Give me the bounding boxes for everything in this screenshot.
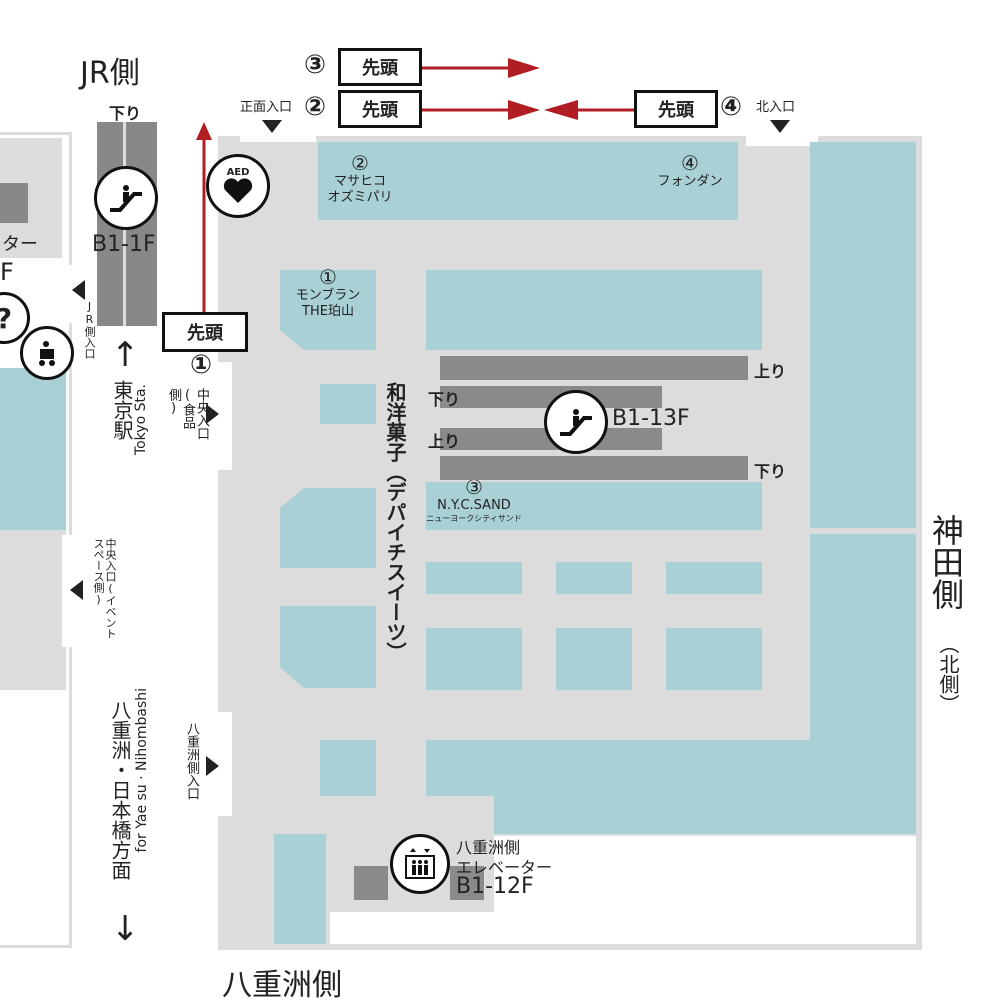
shop-block-top [318,142,738,220]
yaesu-side-label: 八重洲側 [222,968,342,1003]
jr-side-label: JR側 [80,56,140,91]
center-escalator-up-2: 上り [428,432,461,451]
shop-1-label: ① モンブラン THE珀山 [272,266,384,320]
queue-lead-box-1: 先頭 [162,312,248,352]
shop-block-left-mid [280,606,376,688]
central-event-entrance: 中央入口(イベントスペース側) [92,538,117,639]
elevator-car-1 [354,866,388,900]
queue-number-2: ② [304,92,327,122]
shop-block-row-a1 [426,562,522,594]
corridor-label: 和洋菓子（デパイチスイーツ） [383,382,407,662]
shop-block-row-b3 [666,628,762,690]
shop-block-row-b1 [426,628,522,690]
shop-block-left-diag [280,488,376,568]
shop-2-name-1: マサヒコ [333,174,386,189]
kanda-side-label: 神田側 [927,514,965,610]
center-escalator-down-2: 下り [754,462,787,481]
stroller-icon [20,326,74,380]
queue-number-3: ③ [304,50,327,80]
front-entrance-arrow [262,120,282,133]
shop-block-row-a2 [556,562,632,594]
left-fragment-ta: ター [2,234,38,255]
queue-lead-box-4: 先頭 [634,90,718,128]
center-escalator-down-1: 下り [428,390,461,409]
central-food-entrance: 中央入口(食品側) [166,388,209,440]
shop-block-bottom-wide [426,740,916,796]
elevator-floors: B1-12F [456,874,534,899]
north-entrance-arrow [770,120,790,133]
jr-entrance-label: JR側入口 [83,300,96,359]
left-fragment-f: F [0,258,14,286]
center-escalator-floors: B1-13F [612,406,690,431]
central-event-arrow [70,580,83,600]
shop-block-monblanc [280,270,376,350]
shop-block-row-b2 [556,628,632,690]
elevator-line-1: 八重洲側 [456,838,521,857]
kanda-side-sub: （北側） [936,634,960,714]
front-entrance-notch [240,130,316,142]
left-gray-box [0,183,28,223]
queue-number-4: ④ [720,92,743,122]
shop-4-name-1: フォンダン [657,174,723,189]
shop-2-label: ② マサヒコ オズミパリ [300,152,420,206]
left-floor-lower [0,530,66,690]
shop-block-bottom-right [494,796,916,834]
shop-block-nycsand [426,482,762,530]
shop-1-number: ① [319,265,337,289]
yaesu-entrance-label: 八重洲側入口 [184,722,199,800]
escalator-icon [544,390,608,454]
center-escalator-up-1: 上り [754,362,787,381]
down-arrow: ↓ [111,909,140,949]
yaesu-nihombashi-label: 八重洲・日本橋方面 [108,700,132,880]
shop-4-number: ④ [681,151,699,175]
queue-number-1: ① [190,350,213,380]
shop-block-bottom-left [274,834,326,944]
left-escalator-floors: B1-1F [92,232,156,257]
shop-3-number: ③ [465,475,483,499]
queue-lead-box-2: 先頭 [338,90,422,128]
left-escalator-dir: 下り [109,104,142,123]
bottom-right-gap [494,836,916,944]
shop-block-row-a3 [666,562,762,594]
shop-block-right-tall [810,142,916,528]
bottom-mid-gap [330,912,500,944]
center-escalator-1 [440,356,748,380]
elevator-car-2 [450,866,484,900]
escalator-icon [94,166,158,230]
shop-block-small-1 [320,384,376,424]
shop-4-label: ④ フォンダン [630,152,750,190]
shop-3-name-2: ニューヨークシティサンド [426,514,522,523]
elevator-icon [390,834,450,894]
shop-2-name-2: オズミパリ [327,190,393,205]
shop-1-name-1: モンブラン [295,288,361,303]
shop-2-number: ② [351,151,369,175]
aed-icon: AED [206,154,270,218]
north-entrance-label: 北入口 [756,100,796,115]
aed-label: AED [226,167,250,178]
center-escalator-2 [440,386,662,408]
center-escalator-4 [440,456,748,480]
shop-3-name-1: N.Y.C.SAND [437,498,511,513]
shop-3-label: ③ N.Y.C.SAND ニューヨークシティサンド [414,476,534,524]
up-arrow: ↑ [111,335,140,375]
shop-1-name-2: THE珀山 [302,304,354,319]
front-entrance-label: 正面入口 [240,100,293,115]
elevator-line-2: エレベーター [456,858,553,877]
north-entrance-notch [746,130,818,146]
central-food-arrow [206,404,219,424]
tokyo-station-label: 東京駅 [110,380,134,440]
left-shop-area [0,368,66,530]
shop-block-small-2 [320,740,376,796]
queue-lead-box-3: 先頭 [338,48,422,86]
yaesu-entrance-arrow [206,756,219,776]
shop-block-center-top [426,270,762,350]
jr-entrance-arrow [72,280,85,300]
